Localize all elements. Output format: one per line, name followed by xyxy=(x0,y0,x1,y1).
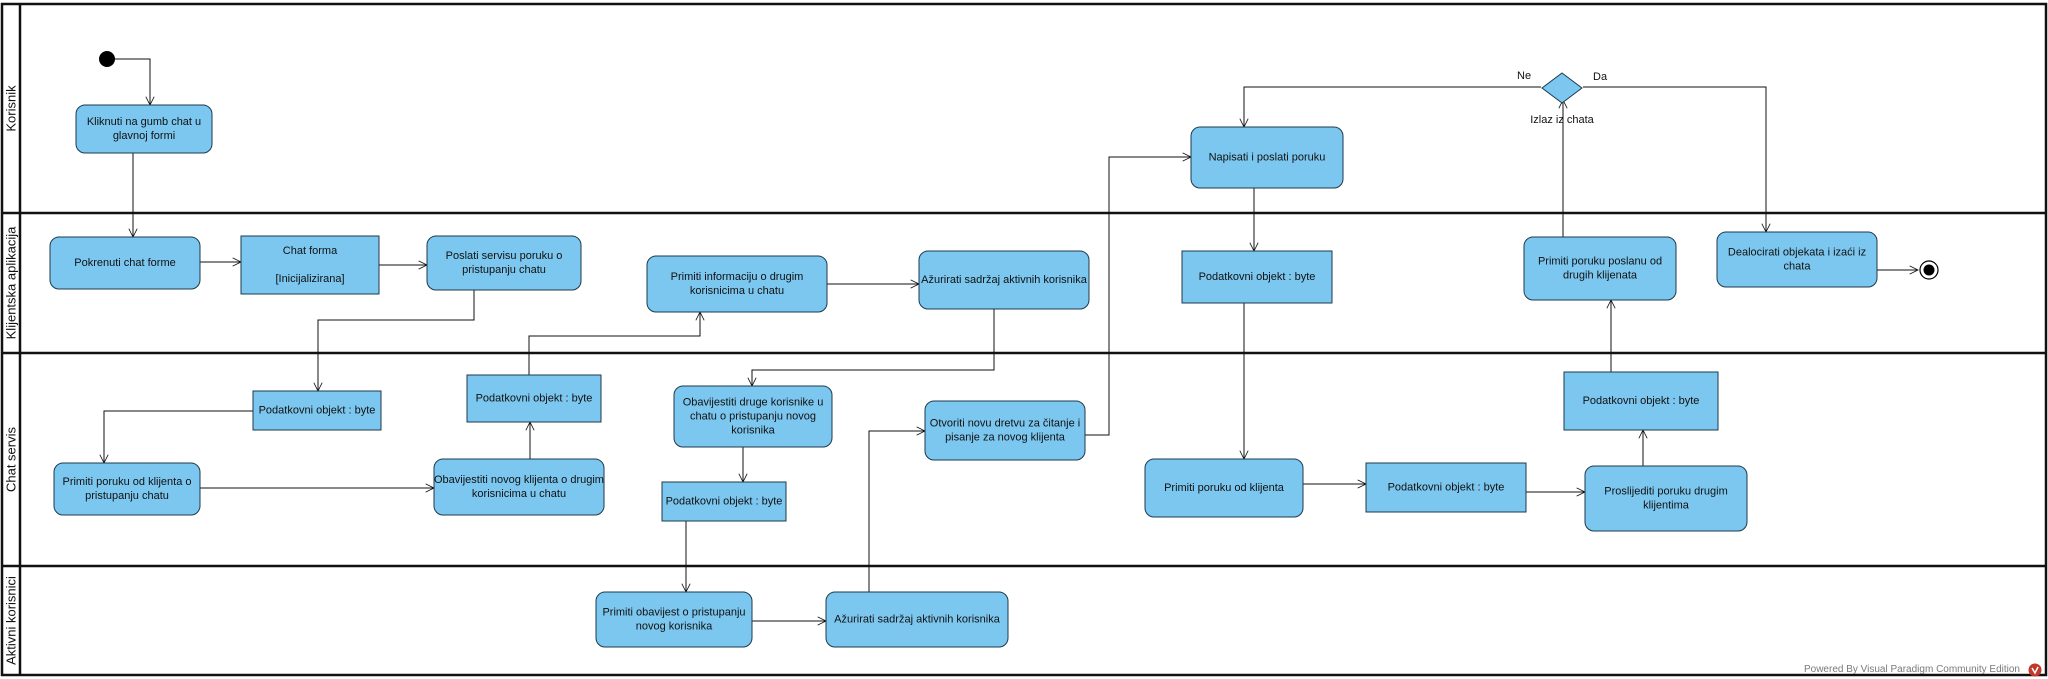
lane-title-chat: Chat servis xyxy=(3,426,18,492)
node-label: Podatkovni objekt : byte xyxy=(1583,395,1700,407)
node-label: chata xyxy=(1784,260,1812,272)
flow-objekt-to-primiti-klijent xyxy=(104,410,253,463)
node-label: Primiti poruku poslanu od xyxy=(1538,255,1662,267)
action-a9: Primiti obavijest o pristupanju novog kor… xyxy=(595,591,753,648)
object-o5: Podatkovni objekt : byte xyxy=(1181,250,1333,304)
guard-ne: Ne xyxy=(1517,70,1531,82)
action-a10: Ažurirati sadržaj aktivnih korisnika xyxy=(825,591,1009,648)
action-a2: Pokrenuti chat forme xyxy=(49,236,201,290)
node-label: Chat forma xyxy=(283,245,338,257)
node-label: novog korisnika xyxy=(636,620,713,632)
flow-objekt-to-primiti-informaciju xyxy=(528,312,700,375)
node-label: Podatkovni objekt : byte xyxy=(259,404,376,416)
visual-paradigm-logo-icon xyxy=(2028,663,2042,677)
decision-node xyxy=(1541,72,1583,104)
final-node xyxy=(1919,260,1939,280)
node-label: Proslijediti poruku drugim xyxy=(1604,485,1728,497)
decision-label: Izlaz iz chata xyxy=(1530,114,1594,126)
object-o2: Podatkovni objekt : byte xyxy=(252,390,382,431)
node-label: korisnicima u chatu xyxy=(690,285,784,297)
object-o3: Podatkovni objekt : byte xyxy=(466,374,602,423)
action-a4: Primiti poruku od klijenta o pristupanju … xyxy=(53,462,201,516)
node-label: pristupanju chatu xyxy=(85,490,169,502)
flow-otvoriti-to-napisati xyxy=(1085,157,1191,436)
node-label: Podatkovni objekt : byte xyxy=(1388,481,1505,493)
flow-azurirati-to-otvoriti xyxy=(868,431,925,592)
node-label: Primiti poruku od klijenta o xyxy=(62,476,191,488)
node-label: Napisati i poslati poruku xyxy=(1209,151,1326,163)
action-a16: Dealocirati objekata i izaći iz chata xyxy=(1716,231,1878,288)
node-label: Primiti poruku od klijenta xyxy=(1164,482,1285,494)
node-label: korisnika xyxy=(731,424,775,436)
object-o6: Podatkovni objekt : byte xyxy=(1365,462,1527,513)
flow-start-to-kliknuti xyxy=(114,58,150,105)
action-a1: Kliknuti na gumb chat u glavnoj formi xyxy=(75,104,213,154)
action-a6: Primiti informaciju o drugim korisnicima … xyxy=(646,255,828,313)
node-label: Kliknuti na gumb chat u xyxy=(87,116,201,128)
action-a15: Primiti poruku poslanu od drugih klijenat… xyxy=(1523,236,1677,301)
object-o1: Chat forma [Inicijalizirana] xyxy=(240,235,380,295)
node-label: Primiti obavijest o pristupanju xyxy=(602,606,745,618)
object-o4: Podatkovni objekt : byte xyxy=(661,481,787,522)
node-label: drugih klijenata xyxy=(1563,269,1638,281)
action-a8: Obavijestiti druge korisnike u chatu o pr… xyxy=(673,385,833,448)
flow-poslati-to-objekt xyxy=(318,290,475,391)
object-o7: Podatkovni objekt : byte xyxy=(1563,371,1719,431)
node-label: Poslati servisu poruku o xyxy=(446,250,563,262)
node-label: chatu o pristupanju novog xyxy=(690,410,816,422)
action-a11: Otvoriti novu dretvu za čitanje i pisanje… xyxy=(924,400,1086,461)
action-a5: Obavijestiti novog klijenta o drugim kori… xyxy=(433,458,605,516)
node-label: Podatkovni objekt : byte xyxy=(666,495,783,507)
node-label: pisanje za novog klijenta xyxy=(945,431,1066,443)
flow-decision-da-to-dealocirati xyxy=(1583,86,1766,232)
node-label: Ažurirati sadržaj aktivnih korisnika xyxy=(921,274,1088,286)
node-label: korisnicima u chatu xyxy=(472,488,566,500)
lane-title-aktivni: Aktivni korisnici xyxy=(3,576,18,665)
node-label: Podatkovni objekt : byte xyxy=(476,392,593,404)
flow-decision-ne-to-napisati xyxy=(1244,86,1541,127)
action-a7: Ažurirati sadržaj aktivnih korisnika xyxy=(918,250,1090,310)
node-label: klijentima xyxy=(1643,499,1690,511)
watermark: Powered By Visual Paradigm Community Edi… xyxy=(1803,664,2020,675)
node-label: [Inicijalizirana] xyxy=(275,273,344,285)
node-label: Dealocirati objekata i izaći iz xyxy=(1728,246,1866,258)
flow-azurirati-to-obavijestiti-druge xyxy=(752,309,995,386)
node-label: Pokrenuti chat forme xyxy=(74,257,176,269)
node-label: Ažurirati sadržaj aktivnih korisnika xyxy=(834,613,1001,625)
node-label: Podatkovni objekt : byte xyxy=(1199,271,1316,283)
node-label: Primiti informaciju o drugim xyxy=(671,271,804,283)
lane-title-korisnik: Korisnik xyxy=(3,85,18,132)
control-flows xyxy=(104,58,1918,621)
action-a14: Proslijediti poruku drugim klijentima xyxy=(1584,465,1748,532)
node-label: glavnoj formi xyxy=(113,130,175,142)
action-a12: Napisati i poslati poruku xyxy=(1190,126,1344,189)
node-label: pristupanju chatu xyxy=(462,264,546,276)
action-a3: Poslati servisu poruku o pristupanju chat… xyxy=(426,235,582,291)
lane-title-klijent: Klijentska aplikacija xyxy=(3,226,18,339)
node-label: Obavijestiti novog klijenta o drugim xyxy=(434,474,604,486)
guard-da: Da xyxy=(1593,71,1608,83)
action-a13: Primiti poruku od klijenta xyxy=(1144,458,1304,518)
node-label: Obavijestiti druge korisnike u xyxy=(683,396,824,408)
node-label: Otvoriti novu dretvu za čitanje i xyxy=(930,417,1080,429)
initial-node xyxy=(99,51,115,67)
